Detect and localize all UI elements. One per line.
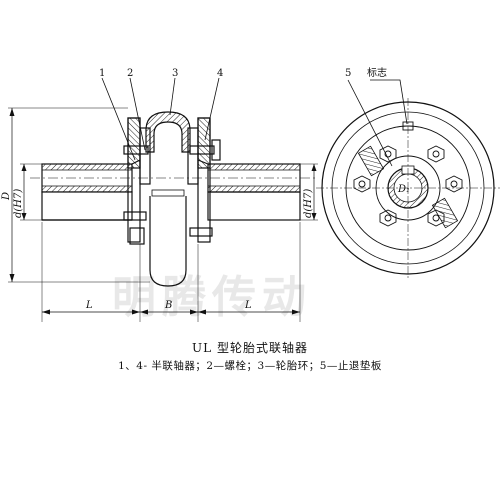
dim-D: D	[1, 192, 12, 201]
hex-bolt	[379, 209, 397, 227]
bolt-lower-left	[123, 211, 147, 221]
lock-plate	[431, 197, 459, 229]
side-section-view	[30, 111, 318, 287]
callout-4: 4	[217, 68, 223, 79]
nut-right	[211, 139, 221, 161]
right-shaft-lower	[207, 191, 301, 221]
marker-label: 标志	[367, 66, 387, 79]
front-view	[316, 98, 500, 278]
nut-lower-left	[129, 227, 145, 245]
callout-leaders	[101, 77, 408, 167]
dim-D1: D₁	[397, 184, 410, 195]
figure-title: UL 型轮胎式联轴器	[192, 341, 308, 355]
dim-L-right: L	[244, 300, 252, 311]
tyre-ring-lower	[149, 196, 187, 287]
hex-bolt	[353, 175, 371, 193]
callout-3: 3	[172, 68, 178, 79]
dim-B: B	[164, 300, 172, 311]
dim-d-right: d(H7)	[303, 189, 314, 218]
hex-bolt	[379, 145, 397, 163]
bolt-upper-right	[189, 145, 215, 155]
dimension-lines	[8, 107, 318, 322]
tyre-ring-section	[145, 111, 191, 153]
hex-bolt	[445, 175, 463, 193]
left-shaft-lower	[41, 191, 133, 221]
callout-5: 5	[345, 68, 351, 79]
watermark: 明腾传动	[112, 272, 312, 323]
dim-d-left: d(H7)	[13, 189, 24, 218]
hex-bolt	[427, 145, 445, 163]
figure-legend: 1、4- 半联轴器；2—螺栓；3—轮胎环；5—止退垫板	[118, 360, 382, 372]
left-inner-clamp	[139, 127, 151, 185]
bolt-lower-right	[189, 227, 213, 237]
dim-L-left: L	[85, 300, 93, 311]
callout-2: 2	[127, 68, 133, 79]
right-inner-clamp	[187, 127, 199, 185]
callout-1: 1	[99, 68, 105, 79]
lock-plate	[357, 145, 385, 177]
bolt-upper-left	[123, 145, 149, 155]
